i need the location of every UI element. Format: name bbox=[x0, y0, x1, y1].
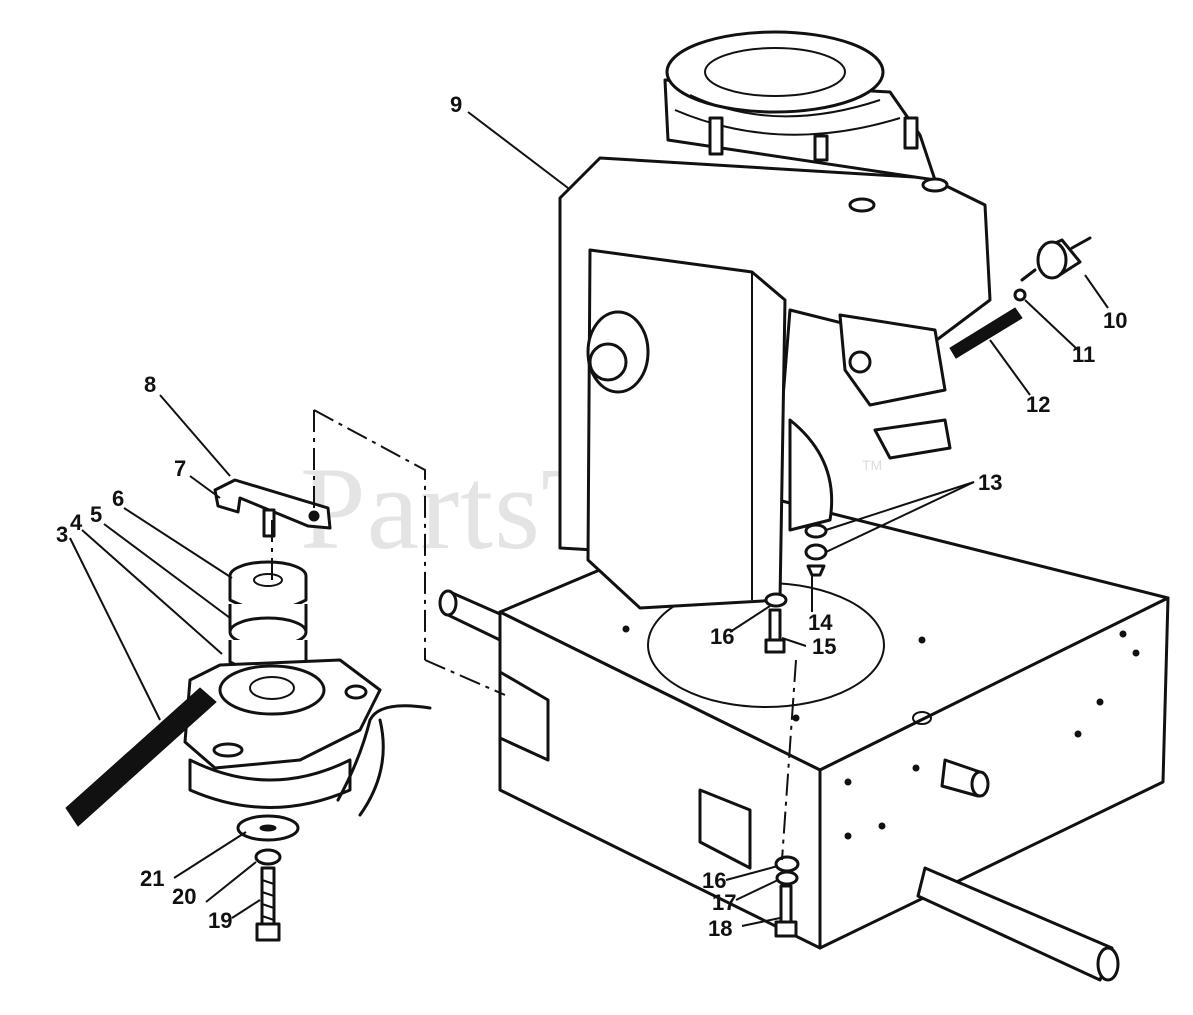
pulley-assembly bbox=[65, 560, 432, 942]
bracket bbox=[213, 478, 332, 538]
label-part-9: 9 bbox=[450, 92, 462, 117]
label-part-12: 12 bbox=[1026, 392, 1050, 417]
label-part-18: 18 bbox=[708, 916, 732, 941]
label-part-16-upper: 16 bbox=[710, 624, 734, 649]
fuel-parts bbox=[949, 236, 1092, 359]
engine bbox=[558, 30, 992, 610]
label-part-20: 20 bbox=[172, 884, 196, 909]
leader-lines bbox=[69, 111, 1109, 927]
label-part-16-lower: 16 bbox=[702, 868, 726, 893]
label-part-8: 8 bbox=[144, 372, 156, 397]
label-part-19: 19 bbox=[208, 908, 232, 933]
label-part-21: 21 bbox=[140, 866, 164, 891]
label-part-6: 6 bbox=[112, 486, 124, 511]
label-part-5: 5 bbox=[90, 502, 102, 527]
alignment-lines bbox=[271, 409, 797, 861]
label-part-11: 11 bbox=[1072, 342, 1095, 367]
label-part-10: 10 bbox=[1103, 308, 1127, 333]
label-part-17: 17 bbox=[712, 890, 736, 915]
axle-rods bbox=[438, 589, 1120, 982]
label-part-13: 13 bbox=[978, 470, 1002, 495]
watermark-tm: TM bbox=[862, 457, 882, 473]
label-part-4: 4 bbox=[70, 510, 83, 535]
label-part-7: 7 bbox=[174, 456, 186, 481]
label-part-15: 15 bbox=[812, 634, 836, 659]
part-labels: 3 4 5 6 7 8 9 10 11 12 13 14 15 16 16 17… bbox=[56, 92, 1127, 941]
label-part-14: 14 bbox=[808, 610, 833, 635]
label-part-3: 3 bbox=[56, 522, 68, 547]
